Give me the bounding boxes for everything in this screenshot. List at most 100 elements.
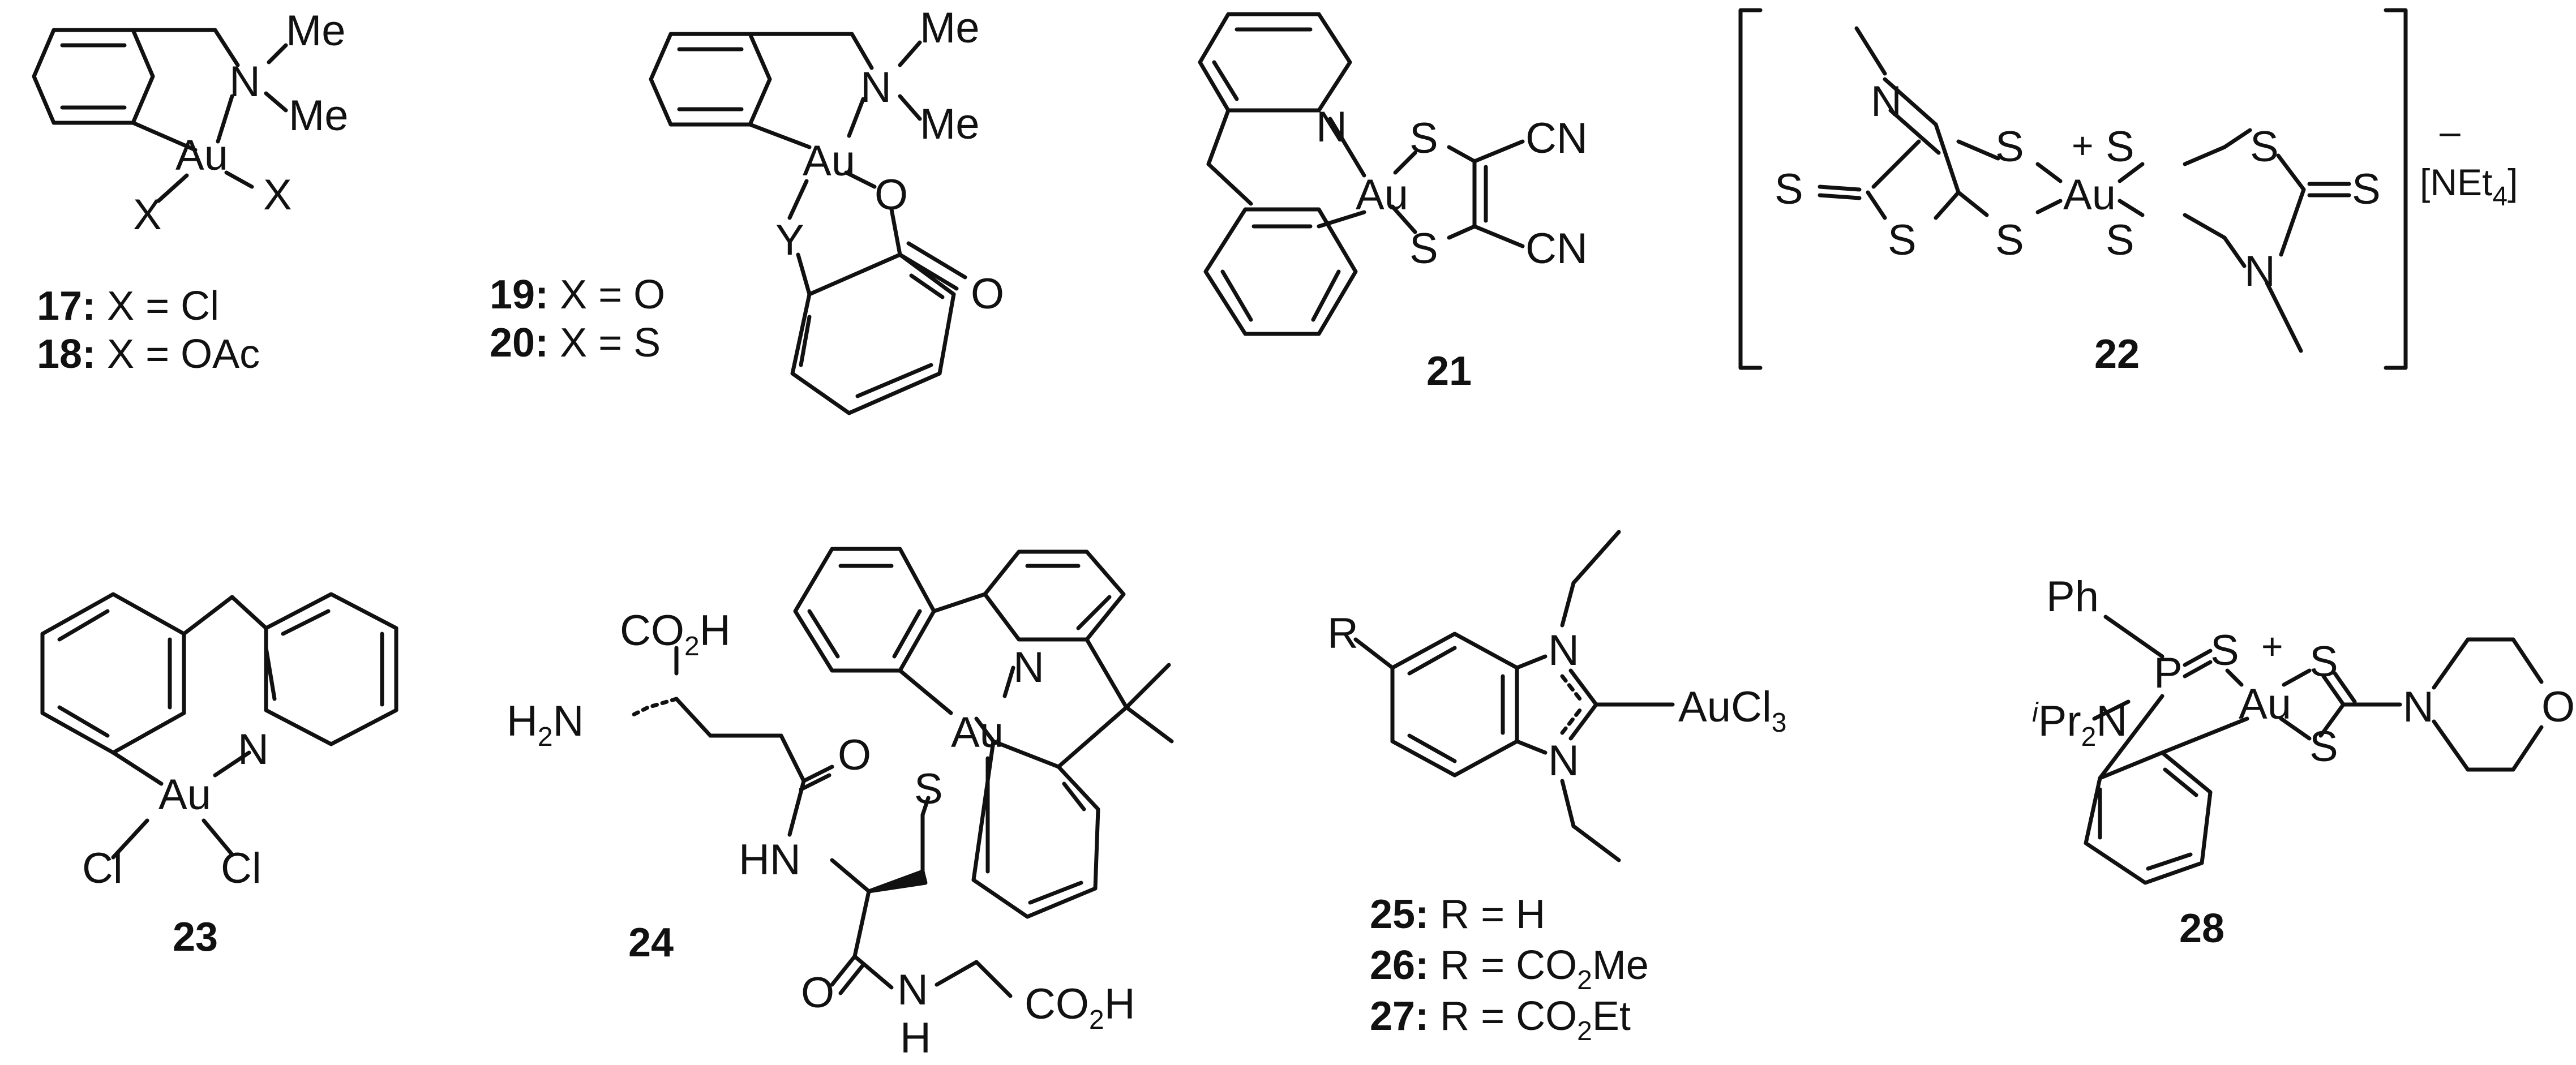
atom-oxygen: O: [838, 731, 871, 779]
atom-oxygen: O: [971, 270, 1004, 318]
atom-sulfur: S: [1888, 216, 1917, 264]
atom-sulfur: S: [1775, 165, 1803, 213]
compound-number-24: 24: [628, 920, 674, 965]
caption-compound-26: 26: R = CO2Me: [1370, 943, 1649, 995]
compound-number-21: 21: [1426, 349, 1472, 394]
diisopropylamino-label: iPr2N: [2032, 697, 2127, 752]
compound-number-23: 23: [173, 914, 218, 960]
carboxylic-acid-label: CO2H: [620, 607, 731, 662]
atom-nitrogen: N: [897, 966, 928, 1014]
atom-oxygen: O: [2541, 683, 2575, 731]
atom-gold: Au: [158, 771, 211, 819]
atom-nitrogen: N: [229, 58, 260, 106]
structure-25-27: R N N AuCl3 25: R = H 26: R = CO2Me 27: …: [1327, 530, 1786, 1046]
pyridine-ring-24: [983, 549, 1126, 642]
solid-wedge-bond: [867, 869, 928, 894]
structure-19-20: N Me Me Au Y O O 19: X = O 20: X = S: [490, 4, 1004, 415]
compound-17-definition: X = Cl: [96, 284, 219, 329]
atom-nitrogen: N: [860, 63, 891, 111]
compound-27-definition: R = CO: [1429, 994, 1577, 1039]
caption-compound-18: 18: X = OAc: [37, 332, 260, 377]
atom-sulfur: S: [1409, 114, 1438, 162]
compound-18-definition: X = OAc: [96, 332, 260, 377]
atom-gold: Au: [175, 131, 228, 179]
bracket-right: [2384, 8, 2408, 370]
substituent-r: R: [1327, 609, 1358, 658]
structure-28: Ph P S + Au iPr2N S S N O 28: [2032, 573, 2575, 951]
structure-22: N S S S S + Au S S S S N 22 – [NEt4]: [1738, 8, 2518, 377]
atom-sulfur: S: [2106, 216, 2134, 264]
caption-compound-19: 19: X = O: [490, 272, 665, 317]
atom-gold: Au: [1356, 171, 1408, 219]
compound-25-definition: R = H: [1429, 892, 1545, 937]
atom-sulfur: S: [2210, 626, 2239, 675]
atom-oxygen: O: [801, 969, 834, 1017]
atom-sulfur: S: [2309, 638, 2338, 686]
atom-gold: Au: [2063, 171, 2116, 219]
atom-chlorine: Cl: [82, 844, 123, 892]
atom-sulfur: S: [1995, 216, 2024, 264]
phenyl-label: Ph: [2046, 573, 2099, 621]
methyl-label: Me: [286, 7, 346, 55]
benzene-ring-24b: [971, 739, 1100, 919]
atom-sulfur: S: [2106, 123, 2134, 171]
atom-sulfur: S: [1409, 225, 1438, 273]
caption-compound-20: 20: X = S: [490, 320, 661, 366]
atom-phosphorus: P: [2154, 649, 2183, 697]
nitrile-label: CN: [1525, 225, 1588, 273]
nitrile-label: CN: [1525, 114, 1588, 162]
compound-26-definition: R = CO: [1429, 943, 1577, 988]
atom-sulfur: S: [2309, 723, 2338, 771]
pyridine-ring-21: [1198, 12, 1352, 113]
ligand-y: Y: [775, 216, 804, 264]
compound-number-17: 17:: [37, 284, 96, 329]
atom-nitrogen: N: [1316, 103, 1347, 151]
compound-number-20: 20:: [490, 320, 548, 366]
atom-gold: Au: [951, 708, 1004, 757]
compound-number-26: 26:: [1370, 943, 1429, 988]
caption-compound-25: 25: R = H: [1370, 892, 1545, 937]
structure-21: N Au S S CN CN 21: [1198, 12, 1588, 394]
compound-number-22: 22: [2094, 332, 2140, 377]
gold-trichloride-label: AuCl3: [1678, 683, 1786, 738]
atom-sulfur: S: [1995, 123, 2024, 171]
compound-20-definition: X = S: [548, 320, 661, 366]
amide-nh-label: HN: [739, 836, 801, 884]
methyl-label: Me: [289, 92, 349, 140]
atom-hydrogen: H: [900, 1014, 931, 1062]
atom-nitrogen: N: [1548, 737, 1579, 785]
ligand-x: X: [263, 171, 292, 219]
caption-compound-27: 27: R = CO2Et: [1370, 994, 1631, 1046]
benzene-ring-21: [1203, 207, 1358, 336]
caption-compound-17: 17: X = Cl: [37, 284, 219, 329]
atom-nitrogen: N: [1548, 626, 1579, 675]
atom-chlorine: Cl: [221, 844, 262, 892]
structure-23: N Au Cl Cl 23: [40, 592, 398, 960]
compound-number-18: 18:: [37, 332, 96, 377]
atom-nitrogen: N: [2403, 683, 2434, 731]
compound-number-19: 19:: [490, 272, 548, 317]
bracket-left: [1738, 8, 1763, 370]
amine-label: H2N: [507, 697, 584, 752]
ligand-x: X: [133, 191, 162, 239]
compound-number-25: 25:: [1370, 892, 1429, 937]
atom-gold: Au: [803, 137, 855, 185]
cation-plus-sign: +: [2072, 124, 2094, 166]
atom-nitrogen: N: [238, 725, 269, 774]
methyl-label: Me: [920, 100, 980, 148]
benzene-ring-25: [1390, 632, 1519, 778]
compound-number-27: 27:: [1370, 994, 1429, 1039]
compound-19-definition: X = O: [548, 272, 665, 317]
anion-minus-sign: –: [2440, 110, 2461, 152]
methyl-label: Me: [920, 4, 980, 52]
cation-plus-sign: +: [2261, 625, 2283, 667]
structure-24: CO2H H2N O HN S Au N O N H CO2H 24: [507, 547, 1174, 1062]
atom-oxygen: O: [875, 171, 908, 219]
atom-nitrogen: N: [2244, 247, 2275, 295]
atom-sulfur: S: [2250, 123, 2279, 171]
atom-gold: Au: [2239, 680, 2291, 728]
atom-nitrogen: N: [1871, 78, 1902, 126]
hashed-wedge-bond: [629, 697, 679, 718]
carboxylic-acid-label: CO2H: [1025, 980, 1135, 1035]
